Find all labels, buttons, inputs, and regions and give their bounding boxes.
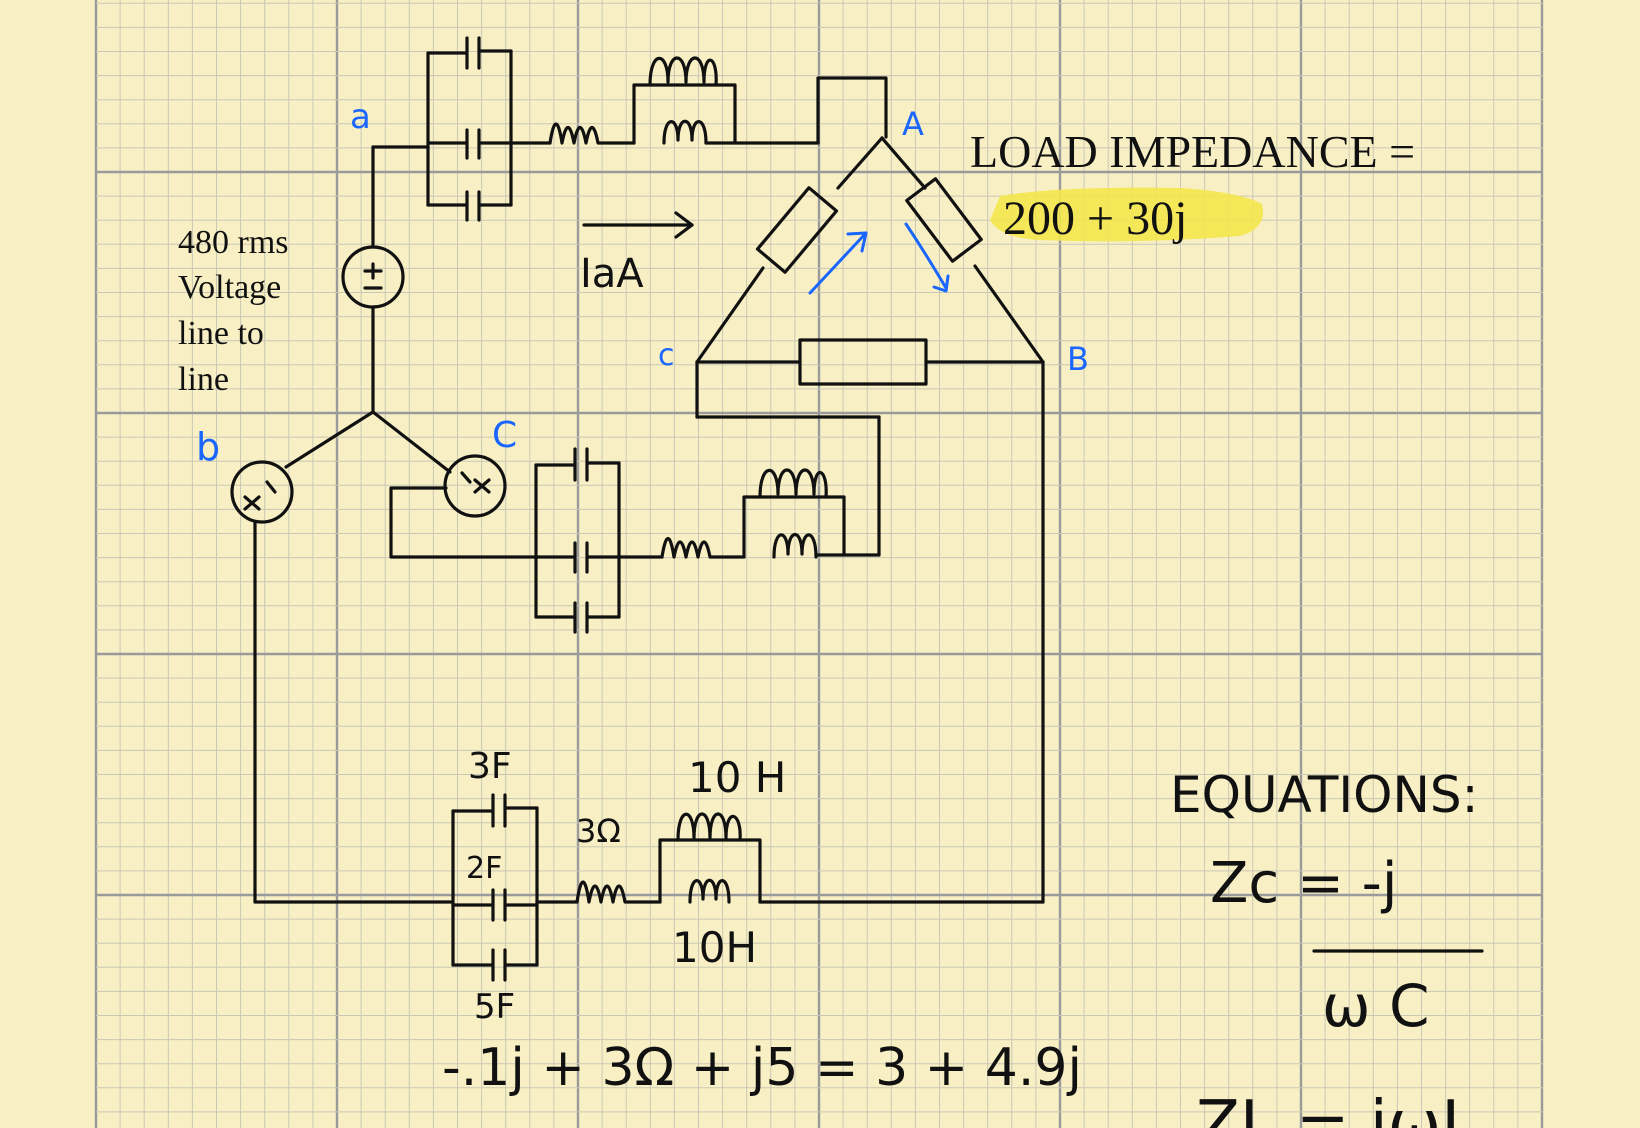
- line-c: [389, 447, 881, 634]
- source-b-symbol: [230, 460, 294, 524]
- cap-bottom-value: 5F: [474, 987, 515, 1027]
- zc-numerator: Zc = -j: [1210, 851, 1397, 916]
- grid-paper: [94, 0, 1544, 1128]
- source-note-line: line to: [178, 315, 264, 352]
- current-label: IaA: [580, 251, 644, 297]
- zc-denominator: ω C: [1322, 972, 1430, 1040]
- equations-heading: EQUATIONS:: [1170, 766, 1479, 824]
- source-note: 480 rms Voltage line to line: [178, 224, 289, 398]
- source-c-symbol: [443, 454, 507, 518]
- line-impedance-result: -.1j + 3Ω + j5 = 3 + 4.9j: [442, 1038, 1082, 1098]
- line-b: [253, 520, 1045, 982]
- zl-equation: ZL = jωL: [1196, 1088, 1477, 1128]
- delta-load: [695, 136, 1045, 904]
- load-node-label-A: A: [902, 105, 924, 143]
- node-label-a: a: [350, 97, 371, 137]
- resistor-value: 3Ω: [576, 812, 621, 850]
- load-node-label-C: c: [658, 338, 675, 373]
- inductor-top-value: 10 H: [688, 753, 786, 802]
- highlight-mark: [990, 187, 1264, 242]
- line-a: [371, 36, 888, 222]
- cap-top-value: 3F: [468, 746, 512, 787]
- node-label-b: b: [196, 425, 220, 469]
- source-note-line: Voltage: [178, 269, 281, 306]
- cap-mid-value: 2F: [466, 851, 502, 886]
- inductor-bottom-value: 10H: [672, 923, 757, 972]
- source-note-line: 480 rms: [178, 224, 289, 261]
- load-impedance-title: LOAD IMPEDANCE =: [970, 126, 1415, 177]
- node-label-c: C: [492, 415, 517, 456]
- source-note-line: line: [178, 361, 229, 398]
- equations: EQUATIONS: Zc = -j ω C ZL = jωL: [1170, 766, 1484, 1128]
- source-wye: [230, 145, 507, 524]
- load-node-label-B: B: [1067, 340, 1089, 378]
- load-impedance: LOAD IMPEDANCE = 200 + 30j: [970, 126, 1415, 245]
- current-arrow: IaA: [580, 211, 694, 297]
- phase-current-arrows: [808, 222, 950, 295]
- load-impedance-value: 200 + 30j: [1003, 192, 1187, 245]
